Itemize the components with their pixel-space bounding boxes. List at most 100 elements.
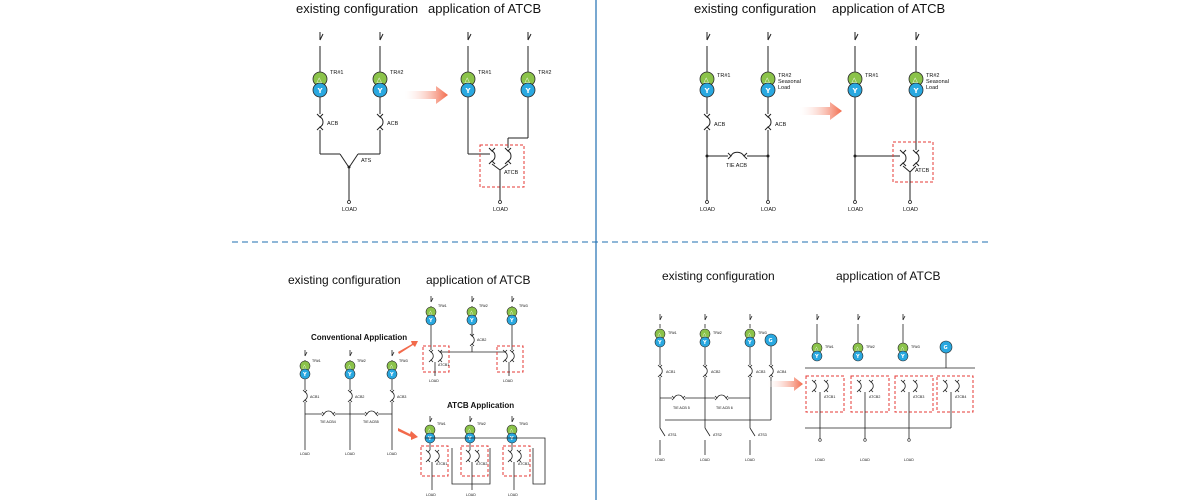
svg-text:△: △ xyxy=(852,76,858,84)
svg-text:ATCB3: ATCB3 xyxy=(913,395,924,399)
svg-text:LOAD: LOAD xyxy=(387,452,397,456)
svg-text:△: △ xyxy=(317,76,323,84)
svg-text:LOAD: LOAD xyxy=(745,458,755,462)
panel-top-left: existing configuration application of AT… xyxy=(296,1,551,213)
svg-text:LOAD: LOAD xyxy=(815,458,825,462)
acb-breaker-icon xyxy=(316,113,324,131)
svg-text:ATCB: ATCB xyxy=(504,170,519,176)
svg-text:TR#1: TR#1 xyxy=(312,359,321,363)
svg-text:△: △ xyxy=(815,346,819,352)
atcb-upper-diagram: △ Y TR#1 △ Y TR#2 ACB2 △ Y TR#3 ATCB1 xyxy=(422,295,528,383)
svg-text:ACB: ACB xyxy=(714,122,726,128)
svg-text:Y: Y xyxy=(852,87,859,95)
feeder-tr2: △ Y TR#2 ACB xyxy=(358,31,403,155)
svg-text:△: △ xyxy=(658,332,662,338)
transition-arrow-icon xyxy=(800,102,842,120)
svg-text:LOAD: LOAD xyxy=(345,452,355,456)
panel-top-right: existing configuration application of AT… xyxy=(694,1,949,213)
svg-text:ACB2: ACB2 xyxy=(711,370,720,374)
svg-text:Y: Y xyxy=(509,436,514,442)
atcb3-highlight-box xyxy=(496,345,524,373)
atcb-application-heading: ATCB Application xyxy=(447,401,514,410)
svg-text:TR#1: TR#1 xyxy=(437,422,446,426)
atcb1-highlight-box xyxy=(805,375,845,413)
svg-text:TR#2: TR#2 xyxy=(477,422,486,426)
tie-acb-icon xyxy=(705,151,770,160)
svg-text:ACB3: ACB3 xyxy=(397,395,406,399)
svg-text:ATCB2: ATCB2 xyxy=(476,462,487,466)
svg-text:ACB4: ACB4 xyxy=(777,370,786,374)
svg-text:△: △ xyxy=(468,428,472,434)
svg-text:LOAD: LOAD xyxy=(904,458,914,462)
svg-text:TR#1: TR#1 xyxy=(438,304,447,308)
atcb-lower-diagram: △ Y TR#1 △ Y TR#2 △ Y TR#3 ATCB1 LOAD xyxy=(420,415,546,497)
panel-bottom-left: existing configuration application of AT… xyxy=(288,273,546,497)
svg-text:LOAD: LOAD xyxy=(426,493,436,497)
svg-text:ACB: ACB xyxy=(387,121,399,127)
svg-text:Y: Y xyxy=(702,340,707,346)
title-existing-configuration: existing configuration xyxy=(296,1,418,16)
svg-text:Y: Y xyxy=(427,436,432,442)
svg-text:Y: Y xyxy=(467,436,472,442)
svg-text:ATS: ATS xyxy=(361,158,372,164)
atcb-four-source-diagram: △ Y TR#1 △ Y TR#2 △ Y TR#3 G xyxy=(805,313,975,462)
svg-text:△: △ xyxy=(377,76,383,84)
svg-text:TR#3: TR#3 xyxy=(399,359,408,363)
svg-text:TR#2: TR#2 xyxy=(713,331,722,335)
panel-bottom-right: existing configuration application of AT… xyxy=(654,269,975,462)
svg-text:application of ATCB: application of ATCB xyxy=(836,269,941,283)
svg-text:△: △ xyxy=(470,310,474,316)
svg-text:TIE ACB 5: TIE ACB 5 xyxy=(673,406,690,410)
svg-text:Y: Y xyxy=(317,87,324,95)
svg-text:△: △ xyxy=(525,76,531,84)
svg-text:LOAD: LOAD xyxy=(300,452,310,456)
transition-arrow-icon xyxy=(768,377,803,391)
svg-text:TR#1: TR#1 xyxy=(865,73,878,79)
svg-text:Y: Y xyxy=(525,87,532,95)
svg-text:Y: Y xyxy=(704,87,711,95)
svg-text:LOAD: LOAD xyxy=(466,493,476,497)
svg-text:TR#2: TR#2 xyxy=(926,73,939,79)
label-load: LOAD xyxy=(342,207,357,213)
transition-arrow-icon xyxy=(398,428,418,440)
svg-text:TR#1: TR#1 xyxy=(478,70,491,76)
svg-text:LOAD: LOAD xyxy=(700,458,710,462)
svg-text:ACB1: ACB1 xyxy=(666,370,675,374)
svg-text:△: △ xyxy=(348,364,352,370)
svg-text:LOAD: LOAD xyxy=(903,207,918,213)
svg-text:TIE ACB5: TIE ACB5 xyxy=(363,420,379,424)
svg-text:G: G xyxy=(769,338,773,344)
atcb2-highlight-box xyxy=(850,375,890,413)
svg-text:△: △ xyxy=(428,428,432,434)
svg-text:TIE ACB4: TIE ACB4 xyxy=(320,420,336,424)
svg-text:LOAD: LOAD xyxy=(848,207,863,213)
svg-text:existing configuration: existing configuration xyxy=(694,1,816,16)
svg-text:TR#3: TR#3 xyxy=(519,422,528,426)
generator-icon: G xyxy=(764,333,778,347)
svg-text:△: △ xyxy=(303,364,307,370)
svg-text:ATS2: ATS2 xyxy=(713,433,722,437)
svg-text:Y: Y xyxy=(900,354,905,360)
svg-text:Y: Y xyxy=(469,318,474,324)
svg-text:Y: Y xyxy=(657,340,662,346)
svg-text:△: △ xyxy=(856,346,860,352)
svg-text:ATCB4: ATCB4 xyxy=(955,395,966,399)
svg-text:ACB: ACB xyxy=(775,122,787,128)
svg-text:ATS1: ATS1 xyxy=(668,433,677,437)
svg-text:△: △ xyxy=(429,310,433,316)
transition-arrow-icon xyxy=(398,341,418,354)
svg-text:Y: Y xyxy=(765,87,772,95)
svg-text:G: G xyxy=(944,345,948,351)
atcb-configuration: △ Y TR#1 △ Y TR#2 ATCB LOAD xyxy=(460,31,551,213)
svg-text:TR#1: TR#1 xyxy=(717,73,730,79)
svg-text:ACB3: ACB3 xyxy=(756,370,765,374)
svg-text:△: △ xyxy=(913,76,919,84)
svg-text:existing configuration: existing configuration xyxy=(288,273,401,287)
svg-text:Y: Y xyxy=(913,87,920,95)
svg-text:Seasonal: Seasonal xyxy=(778,79,801,85)
title-application-of-atcb: application of ATCB xyxy=(428,1,541,16)
svg-text:existing configuration: existing configuration xyxy=(662,269,775,283)
svg-text:Y: Y xyxy=(347,372,352,378)
svg-text:Y: Y xyxy=(855,354,860,360)
